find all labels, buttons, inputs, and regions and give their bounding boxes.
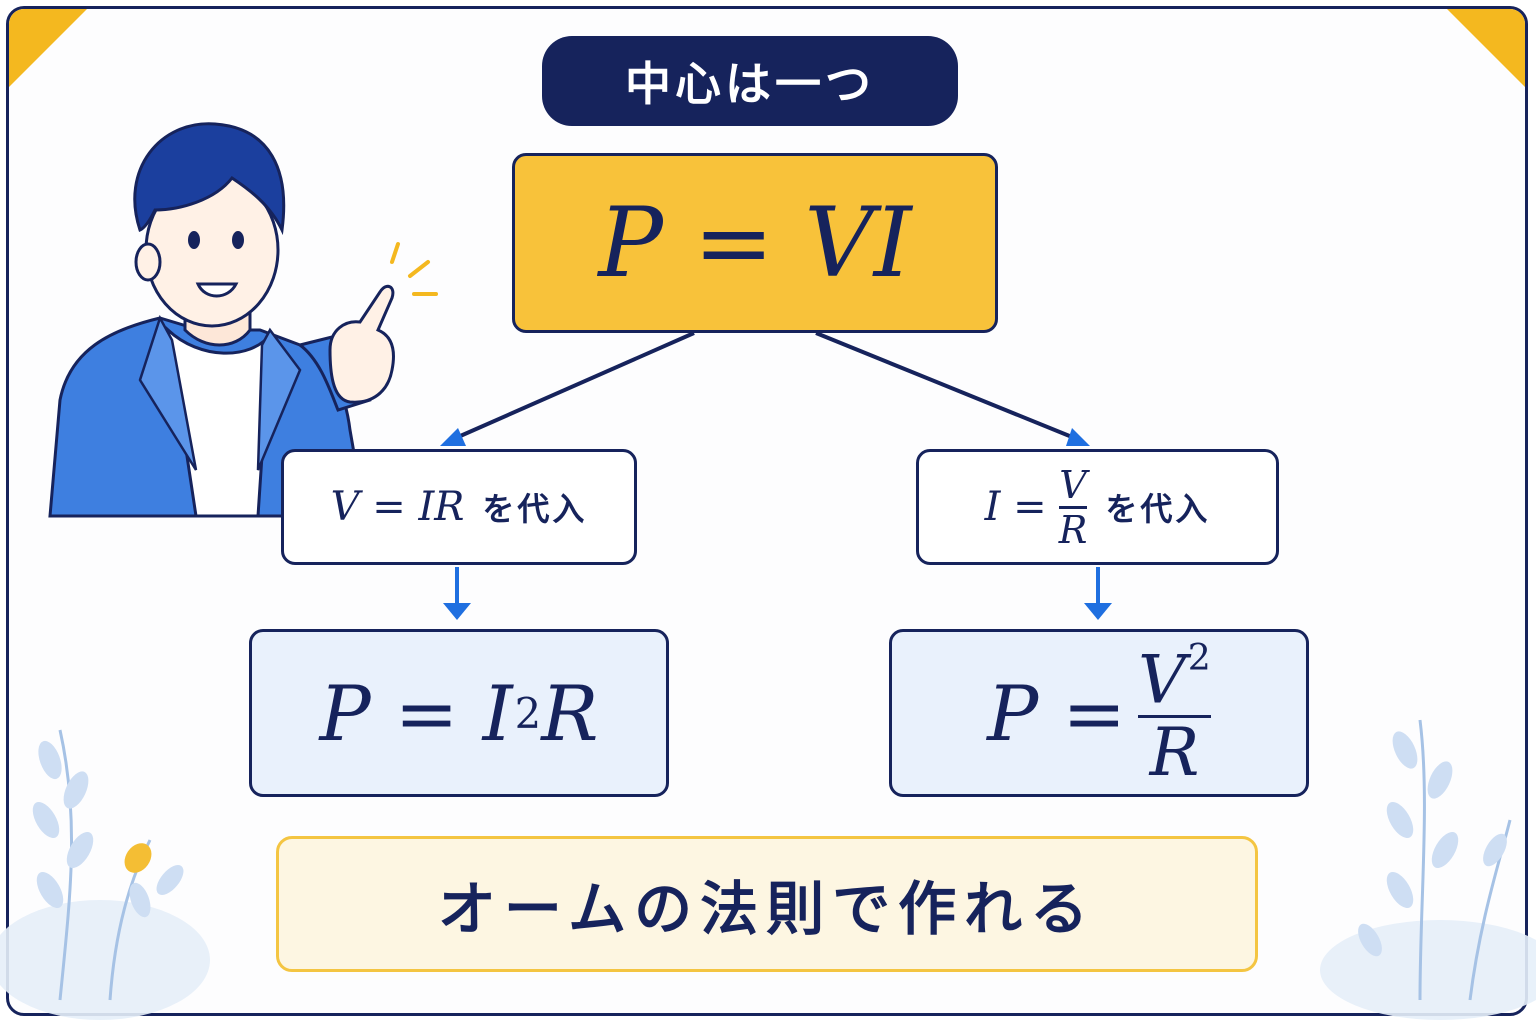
fraction-denominator: R [1058, 507, 1088, 552]
result-left-lhs: P = I [319, 668, 513, 758]
corner-triangle-top-left [9, 9, 87, 87]
conclusion-text: オームの法則で作れる [437, 875, 1097, 943]
conclusion-banner: オームの法則で作れる [276, 836, 1258, 972]
substitution-left-lhs: V = IR [330, 484, 465, 530]
fraction-numerator: V [1059, 462, 1087, 507]
result-right-denominator: R [1149, 714, 1200, 792]
result-right-exponent: 2 [1187, 635, 1211, 679]
result-fraction-bar [1138, 715, 1211, 719]
result-right-formula: P = V2 R [987, 639, 1211, 792]
title-text: 中心は一つ [625, 57, 875, 111]
result-right-numerator-group: V2 [1138, 639, 1211, 714]
substitution-right-fraction: V R [1058, 462, 1088, 552]
result-right-lhs: P = [987, 668, 1127, 758]
center-formula: P = VI [598, 187, 912, 299]
title-pill: 中心は一つ [542, 36, 958, 126]
result-left-tail: R [541, 668, 599, 758]
corner-triangle-top-right [1447, 9, 1525, 87]
result-box-right: P = V2 R [889, 629, 1309, 797]
result-right-fraction: V2 R [1138, 639, 1211, 792]
substitution-left-suffix: を代入 [482, 490, 588, 528]
result-left-exponent: 2 [514, 688, 542, 738]
center-formula-box: P = VI [512, 153, 998, 333]
substitution-right-lhs: I = [984, 484, 1047, 530]
substitution-left-formula: V = IR を代入 [331, 484, 588, 530]
substitution-box-right: I = V R を代入 [916, 449, 1279, 565]
substitution-box-left: V = IR を代入 [281, 449, 637, 565]
substitution-right-formula: I = V R を代入 [985, 466, 1211, 549]
fraction-bar [1058, 505, 1088, 509]
substitution-right-suffix: を代入 [1105, 490, 1211, 528]
result-right-numerator: V [1138, 641, 1186, 719]
